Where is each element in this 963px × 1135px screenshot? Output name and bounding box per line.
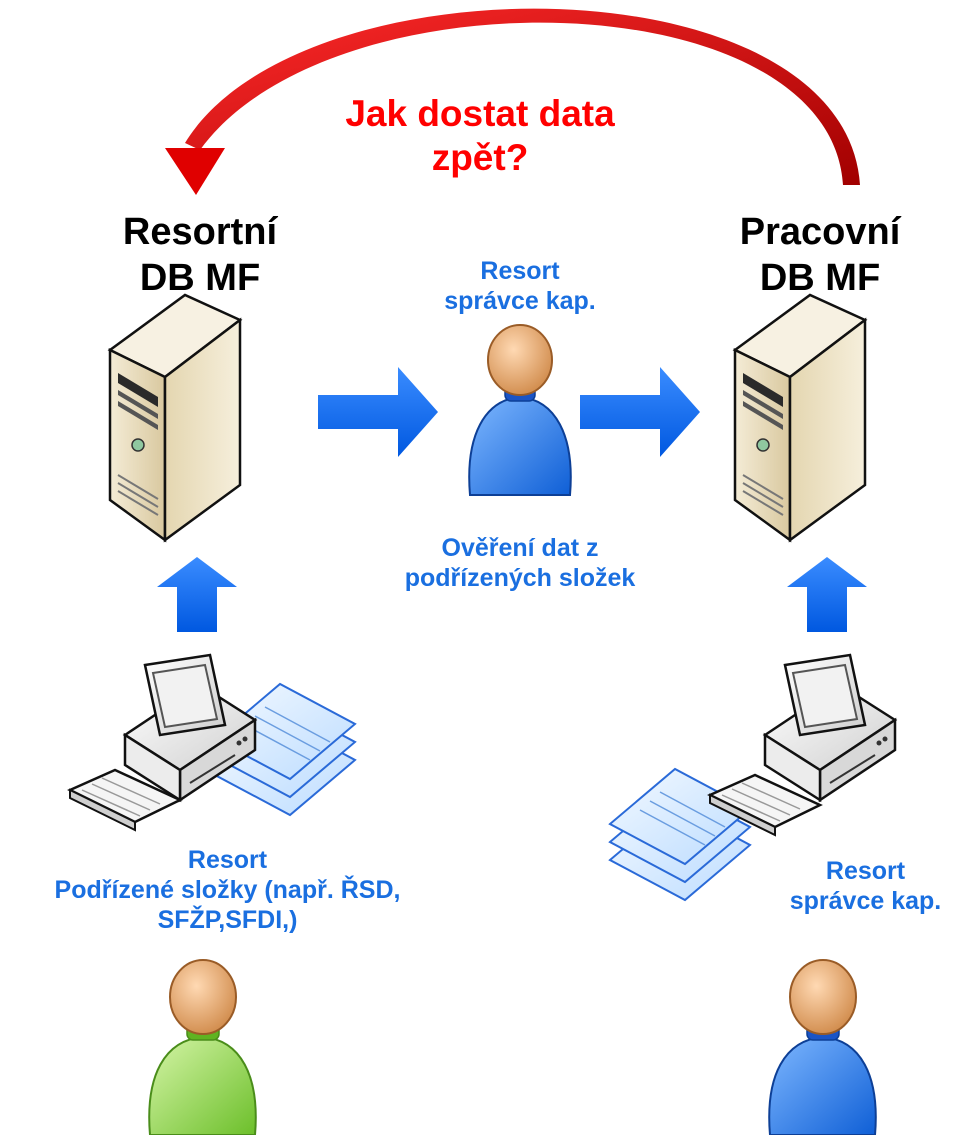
person-icon — [768, 959, 877, 1135]
arrow-icon — [787, 557, 867, 632]
return-arrow-icon — [165, 8, 860, 195]
left-db-title: Resortní DB MF — [80, 210, 320, 301]
right-db-title: Pracovní DB MF — [700, 210, 940, 301]
verification-line-2: podřízených složek — [404, 564, 636, 592]
bottom-left-line-3: SFŽP,SFDI,) — [157, 906, 298, 934]
server-icon — [108, 293, 242, 542]
workstation-icon — [763, 653, 897, 802]
bottom-right-label: Resort správce kap. — [773, 856, 958, 916]
bottom-left-line-2: Podřízené složky (např. ŘSD, — [54, 876, 401, 904]
bottom-right-line-1: Resort — [825, 857, 906, 885]
question-line-1: Jak dostat data — [345, 93, 615, 134]
arrow-icon — [157, 557, 237, 632]
question-line-2: zpět? — [431, 137, 529, 179]
center-person-label: Resort správce kap. — [395, 256, 645, 316]
person-icon — [148, 959, 257, 1135]
left-db-line-2: DB MF — [139, 256, 261, 299]
bottom-left-line-1: Resort — [187, 846, 268, 874]
right-db-line-2: DB MF — [759, 256, 881, 299]
arrow-icon — [318, 367, 438, 457]
verification-line-1: Ověření dat z — [441, 534, 599, 562]
person-icon — [468, 324, 572, 496]
verification-label: Ověření dat z podřízených složek — [355, 533, 685, 593]
left-db-line-1: Resortní — [122, 211, 278, 253]
server-icon — [733, 293, 867, 542]
bottom-right-line-2: správce kap. — [789, 887, 942, 915]
bottom-left-label: Resort Podřízené složky (např. ŘSD, SFŽP… — [0, 845, 455, 935]
center-person-line-1: Resort — [480, 257, 560, 285]
question-label: Jak dostat data zpět? — [320, 92, 640, 181]
right-db-line-1: Pracovní — [739, 211, 901, 253]
arrow-icon — [580, 367, 700, 457]
center-person-line-2: správce kap. — [444, 287, 596, 315]
